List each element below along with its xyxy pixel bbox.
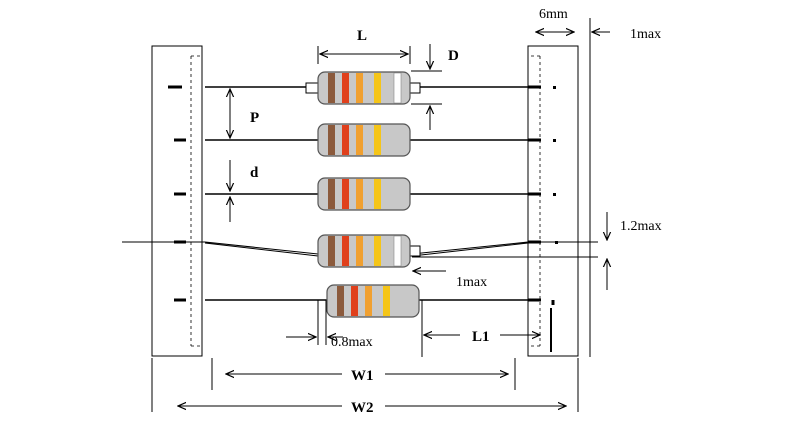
color-band (342, 125, 349, 155)
label-6mm: 6mm (539, 7, 568, 22)
label-1max-top: 1max (630, 27, 661, 42)
color-band (342, 236, 349, 266)
color-band (356, 236, 363, 266)
color-band (383, 286, 390, 316)
dim-D: D (411, 44, 459, 130)
label-P: P (250, 110, 259, 126)
dim-W2: W2 (151, 358, 579, 416)
label-1max-mid: 1max (456, 275, 487, 290)
resistor-1 (305, 71, 421, 105)
dim-0.8max: 0.8max (286, 300, 373, 350)
resistor-body (317, 123, 411, 157)
color-band (393, 72, 402, 104)
color-band (328, 236, 335, 266)
color-band (342, 179, 349, 209)
color-band (356, 179, 363, 209)
resistor-body (317, 71, 411, 105)
color-band (374, 125, 381, 155)
left-tape (151, 45, 203, 357)
dim-1max-top: 1max (589, 18, 661, 357)
color-band (351, 286, 358, 316)
resistors (305, 71, 421, 318)
dim-W1: W1 (211, 358, 516, 390)
color-band (356, 125, 363, 155)
resistor-5 (326, 284, 420, 318)
color-band (374, 179, 381, 209)
color-band (328, 73, 335, 103)
label-W2: W2 (351, 400, 374, 416)
color-band (342, 73, 349, 103)
label-d: d (250, 165, 259, 181)
dim-d: d (230, 160, 259, 222)
color-band (328, 125, 335, 155)
dim-L: L (317, 28, 411, 64)
resistor-body (317, 234, 411, 268)
resistor-body (326, 284, 420, 318)
color-band (356, 73, 363, 103)
lead-cap (409, 82, 421, 94)
color-band (374, 236, 381, 266)
resistor-2 (317, 123, 411, 157)
dim-1.2max: 1.2max (607, 212, 662, 290)
dim-P: P (230, 89, 259, 138)
color-band (374, 73, 381, 103)
label-W1: W1 (351, 368, 374, 384)
label-L1: L1 (472, 329, 490, 345)
dim-1max-mid: 1max (413, 271, 487, 290)
color-band (337, 286, 344, 316)
resistor-4 (317, 234, 421, 268)
dim-L1: L1 (421, 300, 540, 357)
label-D: D (448, 48, 459, 64)
label-0.8max: 0.8max (331, 335, 373, 350)
color-band (328, 179, 335, 209)
lead-cap (409, 245, 421, 257)
color-band (365, 286, 372, 316)
label-L: L (357, 28, 367, 44)
resistor-body (317, 177, 411, 211)
resistor-3 (317, 177, 411, 211)
color-band (393, 235, 402, 267)
right-tape (527, 45, 579, 357)
tape-tick-marks (168, 85, 558, 352)
label-1.2max: 1.2max (620, 219, 662, 234)
lead-cap (305, 82, 319, 94)
dim-6mm: 6mm (536, 7, 574, 32)
